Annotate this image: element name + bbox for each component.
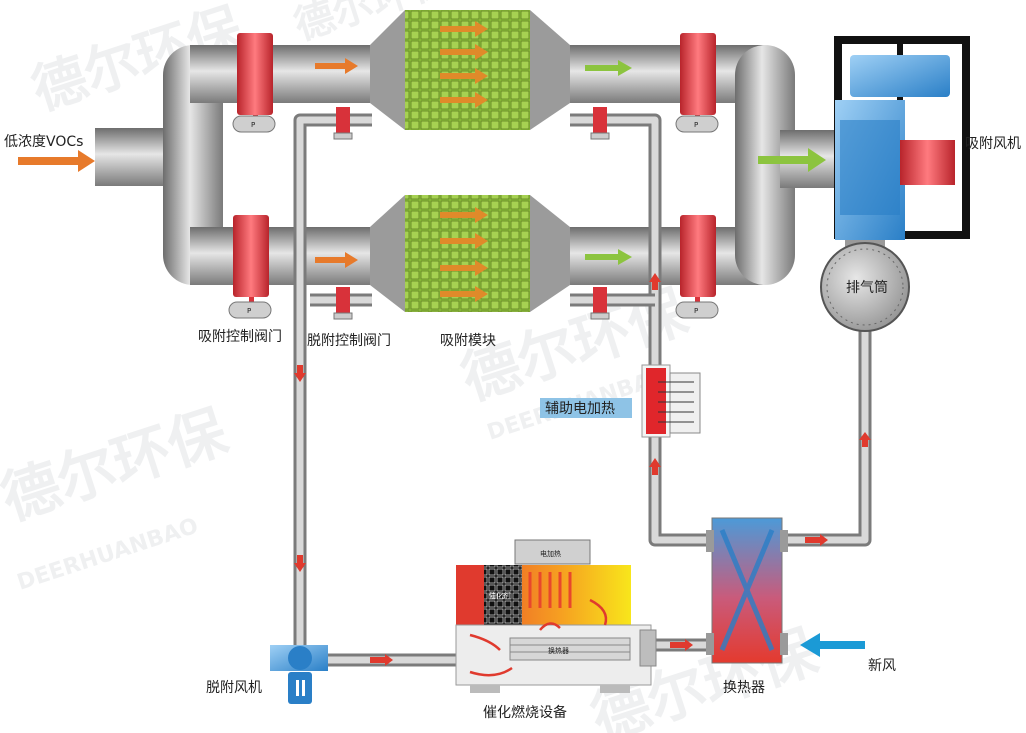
adsorber-bottom (370, 195, 570, 312)
aux-electric-heater (641, 364, 701, 438)
watermark-latin: DEERHUANBAO (14, 514, 201, 596)
electric-heating-label: 电加热 (540, 549, 561, 558)
aux-heater-label-box (540, 398, 632, 418)
exhaust-stack-label: 排气筒 (846, 279, 888, 296)
heat-exchanger-label: 换热器 (723, 679, 765, 696)
adsorption-valve (233, 33, 716, 307)
flow-arrows-desorption (294, 273, 871, 666)
desorption-valve (333, 107, 610, 320)
unit-heat-exchanger-label: 换热器 (548, 646, 569, 655)
watermark-text: 德尔环保 (0, 397, 236, 534)
valve-mark: P (247, 307, 251, 315)
valve-mark: P (694, 307, 698, 315)
fresh-air-label: 新风 (868, 658, 896, 674)
fresh-air-arrow (800, 633, 865, 657)
heat-exchanger (706, 517, 788, 664)
catalytic-unit (455, 539, 657, 693)
desorption-fan-label: 脱附风机 (206, 680, 262, 696)
valve-mark: P (694, 121, 698, 129)
flow-arrows-main (18, 58, 826, 268)
adsorption-fan-label: 吸附风机 (965, 136, 1021, 152)
exhaust-stack (820, 240, 910, 332)
desorption-fan (270, 645, 328, 704)
valve-mark: P (251, 121, 255, 129)
adsorption-valve-label: 吸附控制阀门 (198, 329, 282, 345)
valve-actuator (228, 115, 719, 319)
desorption-valve-label: 脱附控制阀门 (307, 333, 391, 349)
aux-heater-label: 辅助电加热 (545, 401, 615, 417)
catalyst-label: 催化剂 (489, 591, 510, 600)
valve-actuator-mark: P P P P (247, 121, 698, 315)
adsorption-fan (834, 36, 970, 240)
adsorption-piping (95, 45, 840, 285)
adsorber-top (370, 10, 570, 130)
inlet-label: 低浓度VOCs (4, 134, 83, 150)
adsorption-module-label: 吸附模块 (440, 333, 496, 349)
catalytic-unit-label: 催化燃烧设备 (483, 704, 567, 721)
